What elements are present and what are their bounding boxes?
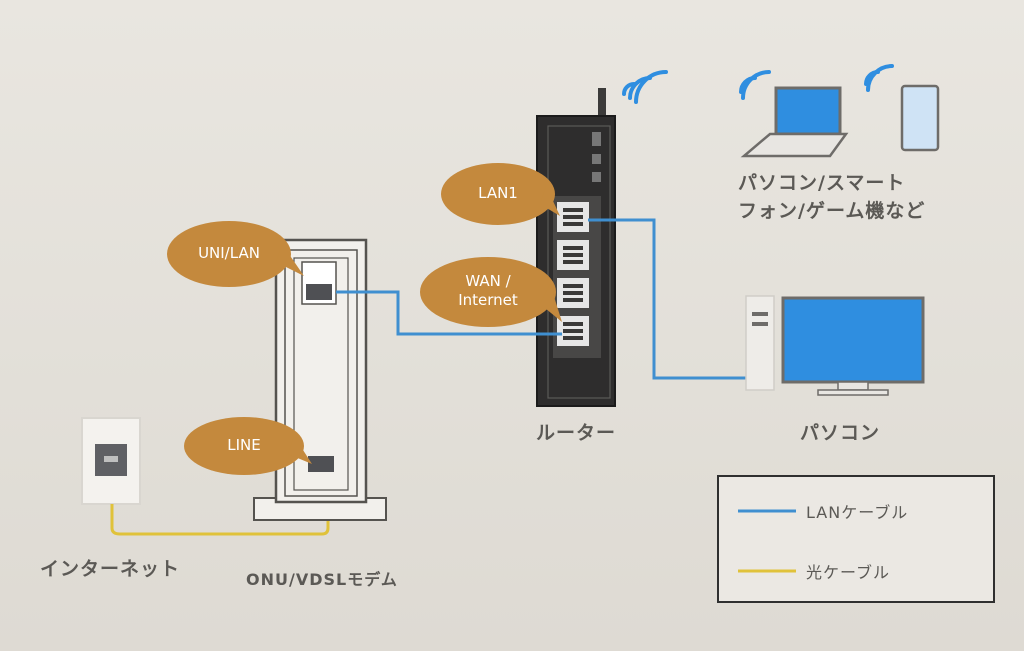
modem-label: ONU/VDSLモデム (246, 570, 398, 589)
bubble-lan1 (441, 163, 560, 225)
laptop-icon (739, 70, 849, 158)
bubble-uni-lan-label: UNI/LAN (198, 244, 260, 262)
bubble-wan (420, 257, 562, 327)
bubble-wan-line2: Internet (458, 291, 518, 309)
desktop-pc-icon (745, 295, 925, 396)
bubble-uni-lan (167, 221, 304, 287)
legend-lan-label: LANケーブル (806, 503, 909, 522)
router-wifi-icon (622, 70, 668, 104)
bubble-line (184, 417, 312, 475)
modem-device (253, 238, 387, 521)
bubble-lan1-label: LAN1 (478, 184, 518, 202)
pc-label: パソコン (800, 422, 881, 444)
smartphone-icon (864, 64, 940, 152)
bubble-wan-label: WAN / Internet (438, 272, 538, 310)
router-label: ルーター (536, 422, 617, 444)
legend-box (717, 475, 995, 603)
legend-fiber-label: 光ケーブル (806, 563, 891, 582)
router-device (536, 88, 616, 407)
wireless-devices-label-line2: フォン/ゲーム機など (738, 200, 926, 222)
fiber-cable (110, 474, 330, 536)
internet-label: インターネット (40, 558, 181, 580)
lan-cable-router-pc (588, 218, 760, 380)
lan-cable-modem-router (336, 290, 562, 336)
bubble-line-label: LINE (227, 436, 261, 454)
wireless-devices-label-line1: パソコン/スマート (738, 172, 906, 194)
bubble-wan-line1: WAN / (465, 272, 511, 290)
wall-outlet (81, 417, 141, 505)
